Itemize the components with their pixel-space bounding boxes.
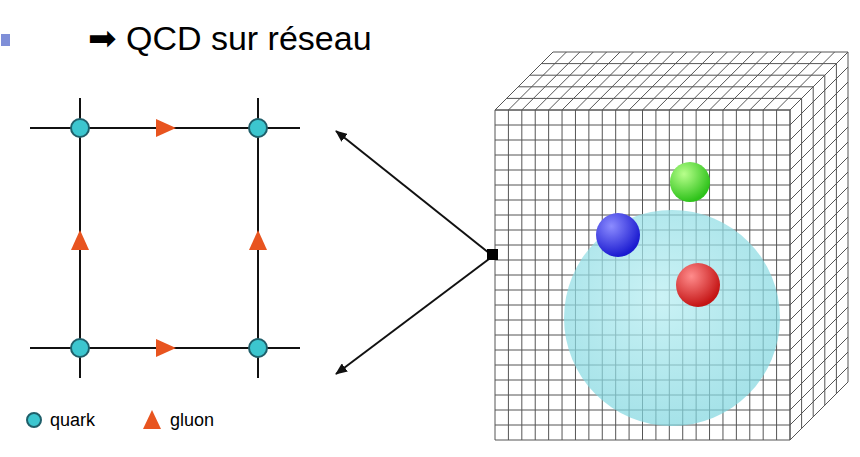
grid-line xyxy=(790,187,848,245)
title-text: ➡ QCD sur réseau xyxy=(88,19,372,57)
quark-ball xyxy=(676,263,720,307)
grid-line xyxy=(495,440,790,441)
grid-line xyxy=(790,352,848,410)
grid-line xyxy=(848,52,849,382)
grid-line xyxy=(776,110,777,440)
grid-line xyxy=(824,75,825,405)
grid-line xyxy=(495,110,790,111)
legend-item: gluon xyxy=(170,409,214,431)
grid-line xyxy=(777,52,835,110)
bullet xyxy=(1,34,10,46)
legend-item: quark xyxy=(50,409,95,431)
grid-line xyxy=(790,127,848,185)
grid-line xyxy=(790,337,848,395)
grid-line xyxy=(836,64,837,394)
grid-line xyxy=(790,292,848,350)
grid-line xyxy=(790,112,848,170)
slide-title: ➡ QCD sur réseau xyxy=(88,18,372,58)
grid-line xyxy=(790,82,848,140)
grid-line xyxy=(495,110,790,111)
grid-line xyxy=(801,98,802,428)
grid-line xyxy=(790,277,848,335)
legend-text: quark xyxy=(50,410,95,430)
zoom-point xyxy=(487,249,498,260)
grid-line xyxy=(790,322,848,380)
hadron-sphere xyxy=(564,210,780,426)
quark-ball xyxy=(596,213,640,257)
grid-line xyxy=(541,63,836,64)
gluon-symbol xyxy=(71,119,267,429)
grid-line xyxy=(518,86,813,87)
grid-line xyxy=(790,110,791,440)
grid-line xyxy=(553,52,848,53)
legend-text: gluon xyxy=(170,410,214,430)
quark-ball xyxy=(670,162,710,202)
grid-line xyxy=(790,232,848,290)
zoom-arrow xyxy=(336,131,489,374)
grid-line xyxy=(790,202,848,260)
grid-line xyxy=(495,425,790,426)
grid-line xyxy=(813,87,814,417)
grid-line xyxy=(790,217,848,275)
grid-line xyxy=(763,52,821,110)
lattice-cube xyxy=(495,52,848,440)
grid-line xyxy=(790,172,848,230)
grid-line xyxy=(790,97,848,155)
grid-line xyxy=(790,247,848,305)
grid-line xyxy=(790,382,848,440)
grid-line xyxy=(790,157,848,215)
grid-line xyxy=(790,307,848,365)
quark-symbol xyxy=(27,119,267,427)
lattice-cell xyxy=(30,98,300,378)
cube-face xyxy=(495,52,848,440)
grid-line xyxy=(507,98,802,99)
grid-line xyxy=(790,110,791,440)
grid-line xyxy=(530,75,825,76)
grid-line xyxy=(790,52,848,110)
grid-line xyxy=(790,142,848,200)
grid-line xyxy=(790,367,848,425)
grid-line xyxy=(790,262,848,320)
